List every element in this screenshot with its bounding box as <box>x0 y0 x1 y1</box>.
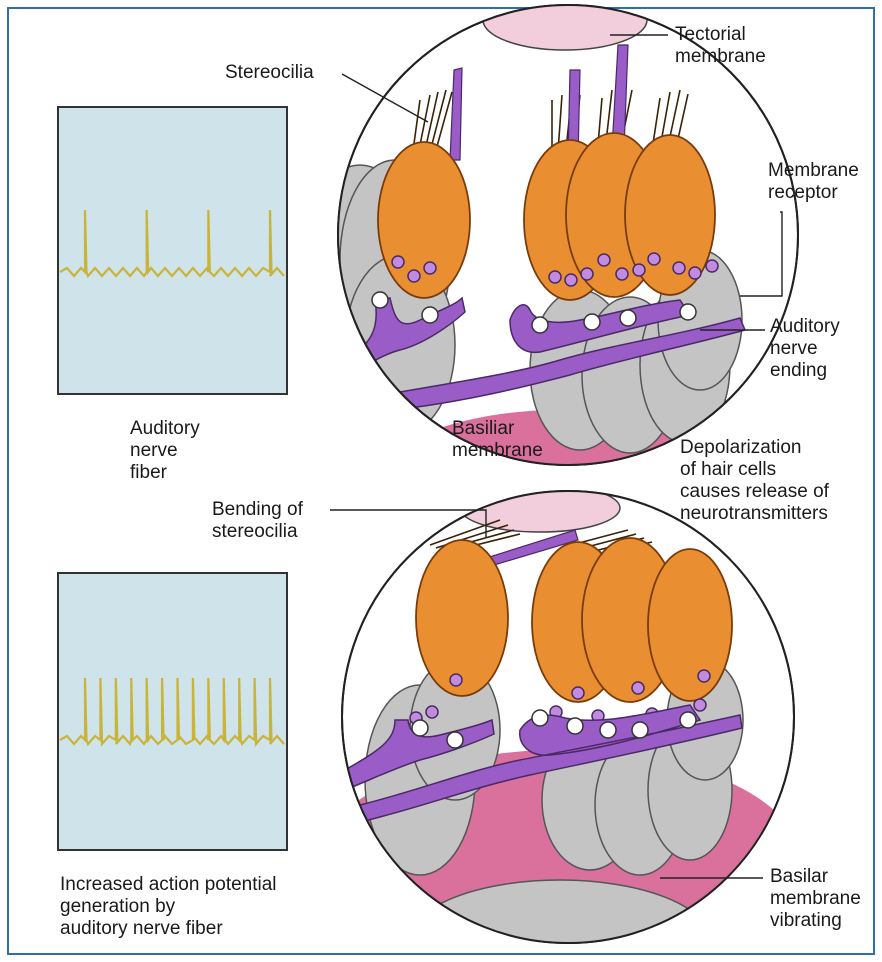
label-auditory-nerve-fiber: Auditory nerve fiber <box>130 418 200 484</box>
label-membrane-receptor: Membrane receptor <box>768 160 859 204</box>
label-increased-action-potential: Increased action potential generation by… <box>60 874 277 940</box>
stimulated-trace-panel <box>58 573 287 850</box>
label-tectorial-membrane: Tectorial membrane <box>675 24 766 68</box>
label-depolarization-note: Depolarization of hair cells causes rele… <box>680 437 829 525</box>
label-basiliar-membrane: Basiliar membrane <box>452 418 543 462</box>
label-stereocilia: Stereocilia <box>225 62 314 84</box>
label-bending-of-stereocilia: Bending of stereocilia <box>212 499 303 543</box>
hair-cells-resting <box>378 133 715 300</box>
resting-trace-panel <box>58 107 287 394</box>
label-auditory-nerve-ending: Auditory nerve ending <box>770 316 840 382</box>
label-basilar-membrane-vibrating: Basilar membrane vibrating <box>770 866 861 932</box>
hair-cells-stimulated <box>416 538 732 702</box>
